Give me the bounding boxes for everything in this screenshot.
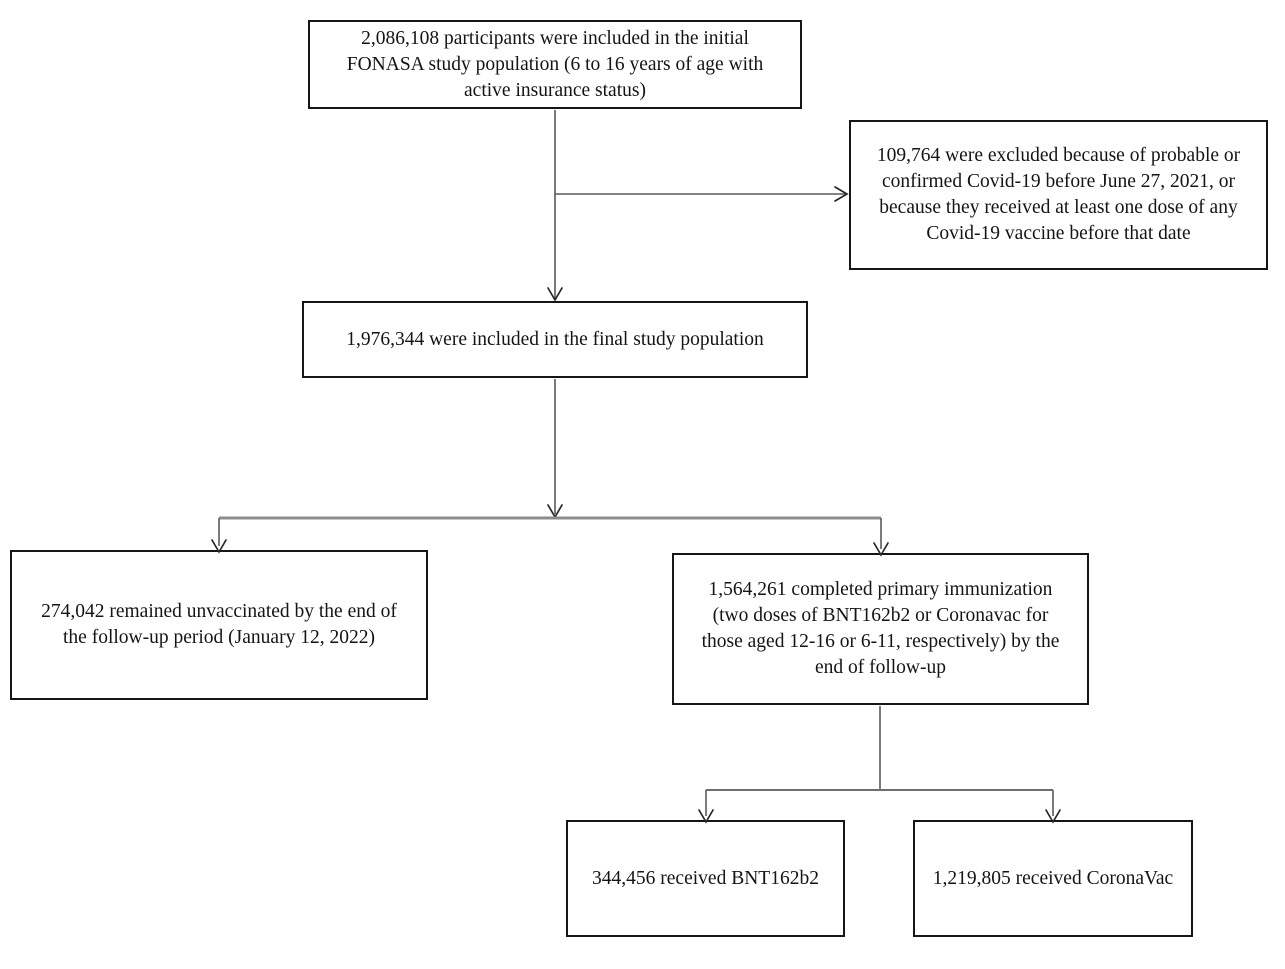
unvaccinated-text: 274,042 remained unvaccinated by the end…: [41, 601, 397, 648]
flow-box-coronavac: 1,219,805 received CoronaVac: [913, 820, 1193, 937]
coronavac-text: 1,219,805 received CoronaVac: [932, 867, 1174, 889]
connector-split-to-unvaccinated: [211, 518, 227, 554]
excluded-text: 109,764 were excluded because of probabl…: [876, 145, 1241, 244]
connector-split2-to-bnt: [698, 790, 714, 824]
connector-final-to-split: [547, 379, 563, 519]
completed-immunization-text: 1,564,261 completed primary immunization…: [701, 579, 1060, 678]
flow-box-unvaccinated: 274,042 remained unvaccinated by the end…: [10, 550, 428, 700]
connector-split2-to-coronavac: [1045, 790, 1061, 824]
flow-box-initial-population: 2,086,108 participants were included in …: [308, 20, 802, 109]
initial-population-text: 2,086,108 participants were included in …: [346, 27, 764, 101]
flow-box-bnt162b2: 344,456 received BNT162b2: [566, 820, 845, 937]
flow-box-completed-immunization: 1,564,261 completed primary immunization…: [672, 553, 1089, 705]
connector-split-to-immunized: [873, 518, 889, 557]
arrowhead-down-split: [547, 504, 563, 519]
connector-initial-to-excluded: [555, 186, 849, 202]
connector-initial-to-final: [547, 110, 563, 302]
flow-box-excluded: 109,764 were excluded because of probabl…: [849, 120, 1268, 270]
bnt162b2-text: 344,456 received BNT162b2: [592, 867, 819, 889]
arrowhead-down-final: [547, 287, 563, 302]
flow-box-final-population: 1,976,344 were included in the final stu…: [302, 301, 808, 378]
arrowhead-right-excluded: [834, 186, 849, 202]
final-population-text: 1,976,344 were included in the final stu…: [346, 328, 764, 350]
